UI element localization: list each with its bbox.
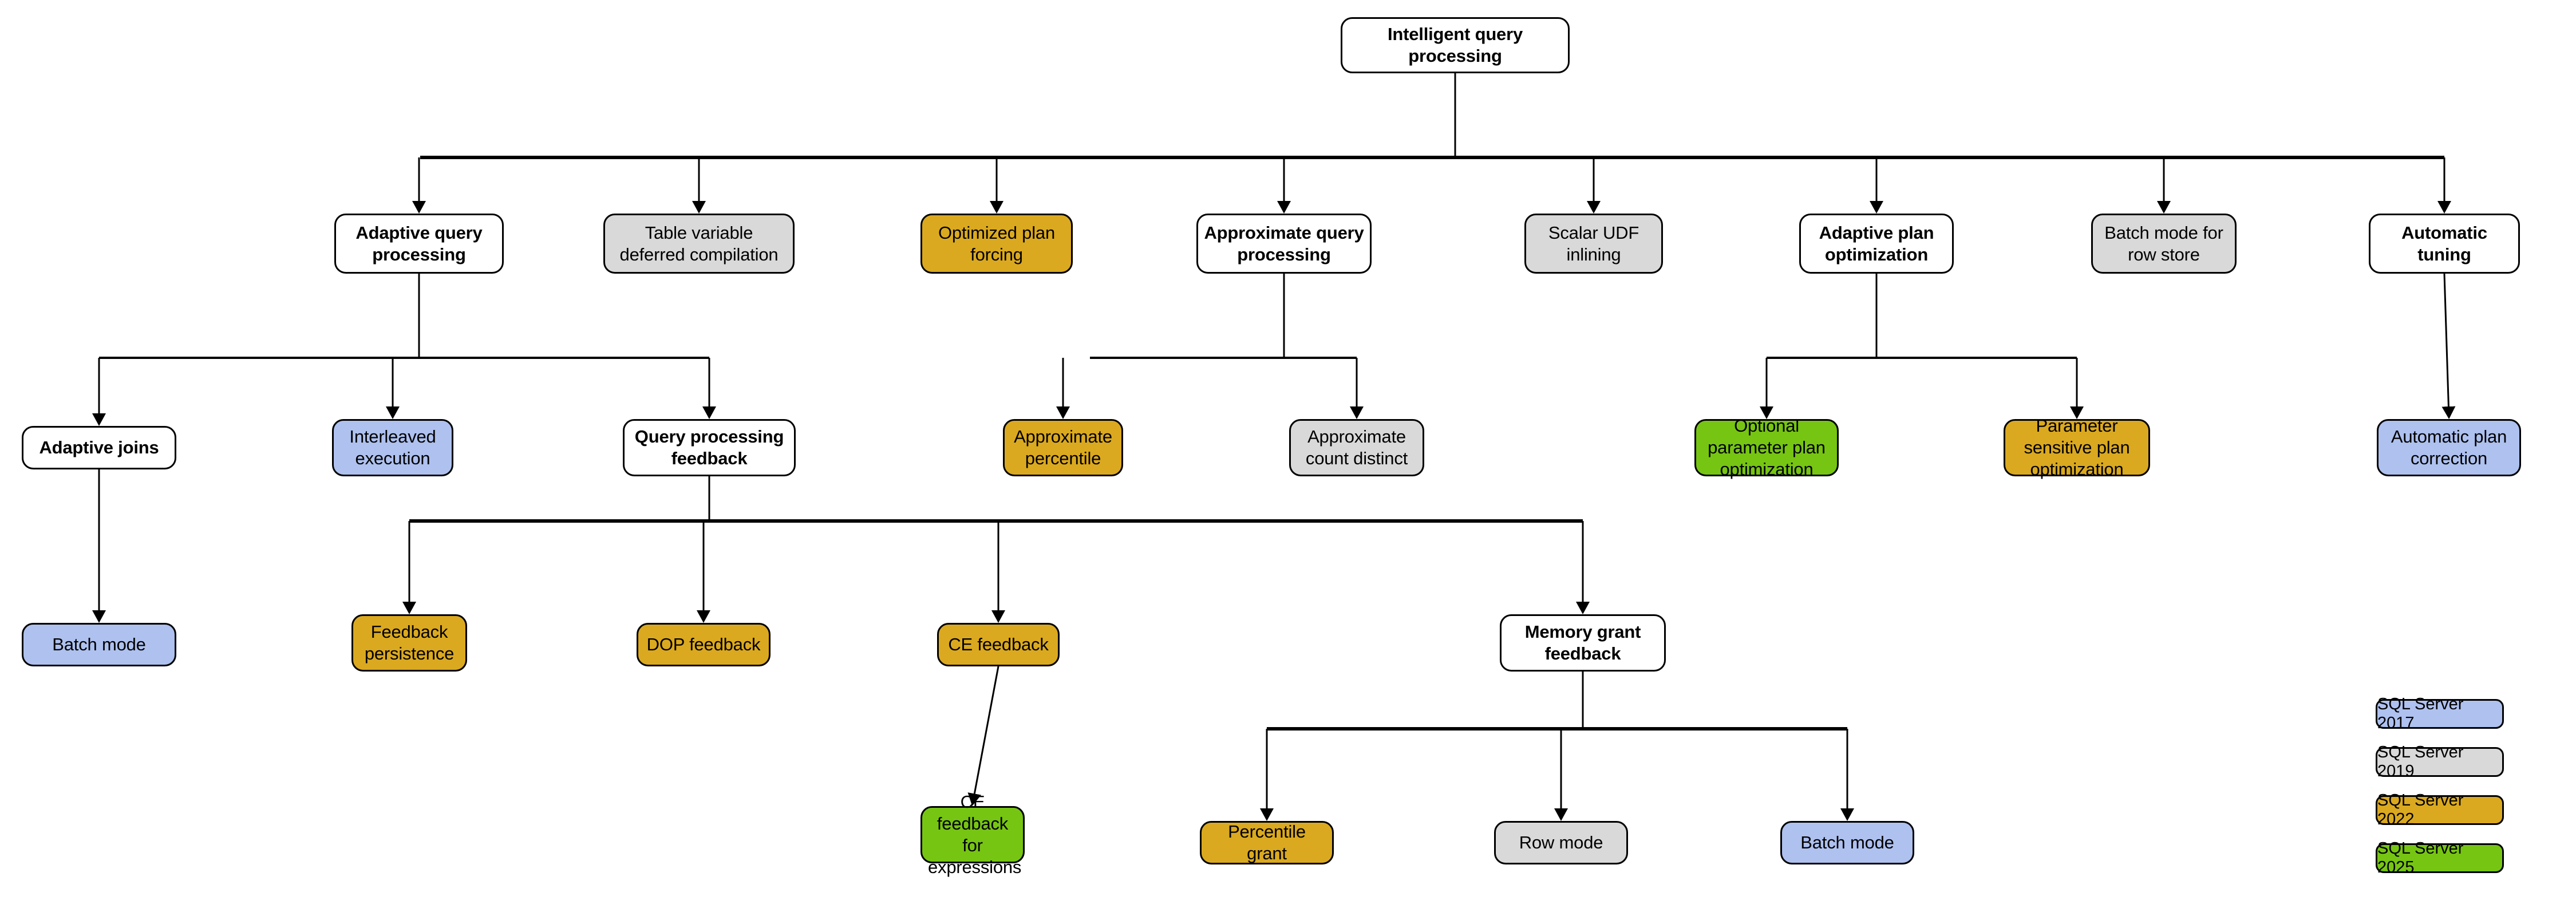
node-tvdc[interactable]: Table variable deferred compilation [603, 214, 795, 274]
node-mgf[interactable]: Memory grant feedback [1500, 614, 1666, 672]
node-label: Feedback persistence [364, 622, 455, 664]
node-label: Optional parameter plan optimization [1708, 416, 1826, 479]
legend-item-sql-server-2017: SQL Server 2017 [2376, 695, 2504, 732]
node-label: Optimized plan forcing [938, 222, 1055, 264]
node-label: CE feedback [948, 634, 1049, 655]
node-auto_tuning[interactable]: Automatic tuning [2369, 214, 2520, 274]
node-pct_grant[interactable]: Percentile grant [1200, 821, 1334, 864]
node-label: Adaptive joins [39, 437, 159, 458]
node-label: Batch mode for row store [2104, 222, 2223, 264]
node-row_mode[interactable]: Row mode [1494, 821, 1628, 864]
node-root[interactable]: Intelligent query processing [1341, 17, 1570, 73]
node-label: Adaptive query processing [355, 222, 483, 264]
node-ce_fb_expr[interactable]: CE feedback for expressions [920, 792, 1025, 877]
node-apc[interactable]: Automatic plan correction [2377, 419, 2521, 476]
node-ce_feedback[interactable]: CE feedback [937, 623, 1060, 666]
node-aqp[interactable]: Adaptive query processing [334, 214, 504, 274]
legend-label: SQL Server 2022 [2377, 791, 2464, 828]
node-dop_feedback[interactable]: DOP feedback [637, 623, 771, 666]
node-bmrs[interactable]: Batch mode for row store [2091, 214, 2237, 274]
node-batch_mode2[interactable]: Batch mode [1780, 821, 1914, 864]
node-label: Row mode [1519, 832, 1603, 853]
node-feedback_persistence[interactable]: Feedback persistence [351, 614, 467, 672]
node-label: Automatic plan correction [2391, 427, 2507, 468]
node-qpf[interactable]: Query processing feedback [623, 419, 796, 476]
node-label: Scalar UDF inlining [1548, 222, 1639, 264]
node-label: Automatic tuning [2401, 222, 2487, 264]
node-label: Approximate count distinct [1305, 427, 1408, 468]
node-label: Percentile grant [1228, 822, 1306, 863]
node-label: Adaptive plan optimization [1819, 222, 1934, 264]
legend-item-sql-server-2025: SQL Server 2025 [2376, 839, 2504, 876]
node-approx_pct[interactable]: Approximate percentile [1003, 419, 1123, 476]
legend-item-sql-server-2022: SQL Server 2022 [2376, 791, 2504, 828]
node-oppo[interactable]: Optional parameter plan optimization [1694, 416, 1839, 479]
legend-label: SQL Server 2017 [2377, 695, 2464, 732]
node-approx_qp[interactable]: Approximate query processing [1196, 214, 1372, 274]
node-interleaved[interactable]: Interleaved execution [332, 419, 453, 476]
legend-label: SQL Server 2025 [2377, 839, 2464, 876]
node-batch_mode1[interactable]: Batch mode [22, 623, 176, 666]
node-label: Interleaved execution [349, 427, 436, 468]
node-label: DOP feedback [646, 634, 761, 655]
edge-autotuning-apc [2441, 273, 2456, 419]
node-scalar_udf[interactable]: Scalar UDF inlining [1524, 214, 1663, 274]
legend-item-sql-server-2019: SQL Server 2019 [2376, 743, 2504, 780]
node-label: CE feedback for expressions [928, 792, 1022, 877]
node-label: Parameter sensitive plan optimization [2024, 416, 2130, 479]
node-label: Intelligent query processing [1387, 24, 1523, 66]
edge-cefeedback-expressions [967, 666, 999, 806]
node-adaptive_joins[interactable]: Adaptive joins [22, 426, 176, 469]
node-label: Query processing feedback [634, 427, 784, 468]
node-label: Batch mode [52, 634, 146, 655]
node-label: Memory grant feedback [1524, 622, 1641, 664]
node-approx_cd[interactable]: Approximate count distinct [1289, 419, 1424, 476]
node-opf[interactable]: Optimized plan forcing [920, 214, 1073, 274]
node-apo[interactable]: Adaptive plan optimization [1799, 214, 1954, 274]
legend-label: SQL Server 2019 [2377, 743, 2464, 780]
node-label: Approximate percentile [1014, 427, 1112, 468]
node-label: Batch mode [1800, 832, 1894, 853]
node-label: Approximate query processing [1204, 222, 1364, 264]
node-label: Table variable deferred compilation [619, 222, 779, 264]
node-pspo[interactable]: Parameter sensitive plan optimization [2004, 416, 2150, 479]
